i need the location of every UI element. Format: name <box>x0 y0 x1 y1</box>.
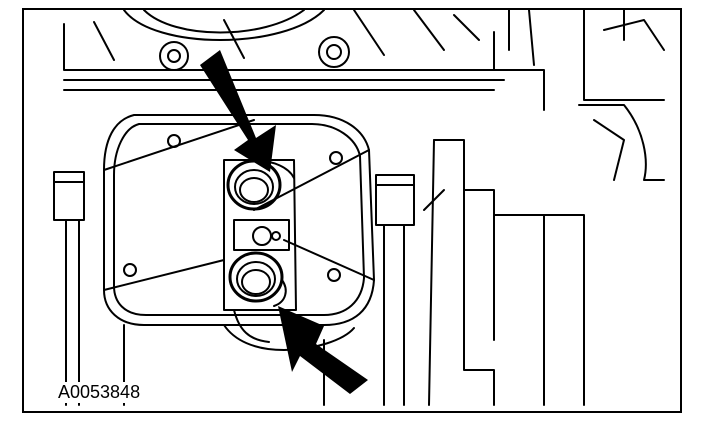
bolt-top-right <box>318 36 350 68</box>
top-housing <box>63 10 665 181</box>
right-boss <box>375 174 415 406</box>
engine-line-drawing <box>53 10 665 406</box>
figure-id-label: A0053848 <box>56 382 143 403</box>
left-boss <box>53 171 85 406</box>
plate-holes <box>123 134 343 282</box>
lower-fitting <box>228 251 287 307</box>
upper-fitting <box>226 159 295 211</box>
illustration-frame: A0053848 <box>22 8 682 413</box>
callout-arrow-upper <box>200 50 276 172</box>
bolt-top-left <box>159 41 189 71</box>
callout-arrow-lower <box>278 306 368 394</box>
lower-right-casting <box>423 139 585 406</box>
pulley-arc <box>123 10 325 41</box>
